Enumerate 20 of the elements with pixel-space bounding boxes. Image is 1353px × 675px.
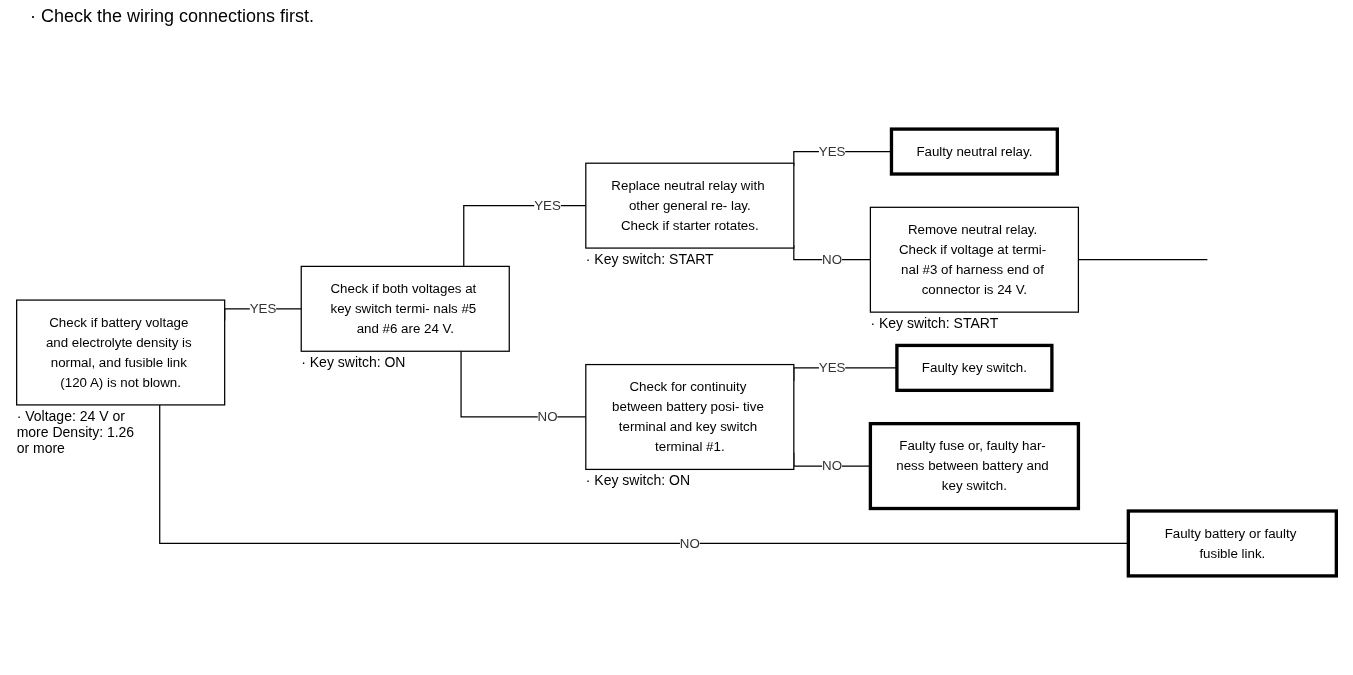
node-box: Check for continuity between battery posi- tive terminal and key switch terminal #1.	[585, 363, 795, 471]
edge-label: NO	[537, 409, 558, 424]
edge-label: NO	[822, 252, 843, 267]
edge-label: NO	[822, 458, 843, 473]
edge-label: YES	[818, 144, 846, 159]
note-text: · Check the wiring connections first.	[30, 6, 315, 27]
condition-note: · Key switch: START	[870, 315, 1000, 332]
node-box: Check if battery voltage and electrolyte density is normal, and fusible link (120 A) is not blown.	[16, 299, 226, 406]
node-box: Faulty battery or faulty fusible link.	[1126, 509, 1338, 578]
node-box: Check if both voltages at key switch termi- nals #5 and #6 are 24 V.	[300, 265, 510, 352]
node-box: Faulty neutral relay.	[889, 127, 1059, 176]
node-box: Faulty key switch.	[895, 343, 1054, 393]
edge-label: YES	[818, 360, 846, 375]
edge-label: NO	[679, 535, 700, 551]
edge-label: YES	[249, 301, 277, 316]
node-box: Faulty fuse or, faulty har- ness between battery and key switch.	[868, 421, 1081, 511]
node-box: Remove neutral relay. Check if voltage at termi- nal #3 of harness end of connector is 24 V.	[869, 206, 1080, 313]
condition-note: · Key switch: START	[585, 251, 715, 268]
edge-label: YES	[534, 198, 561, 213]
node-box: Replace neutral relay with other general re- lay. Check if starter rotates.	[585, 162, 795, 249]
